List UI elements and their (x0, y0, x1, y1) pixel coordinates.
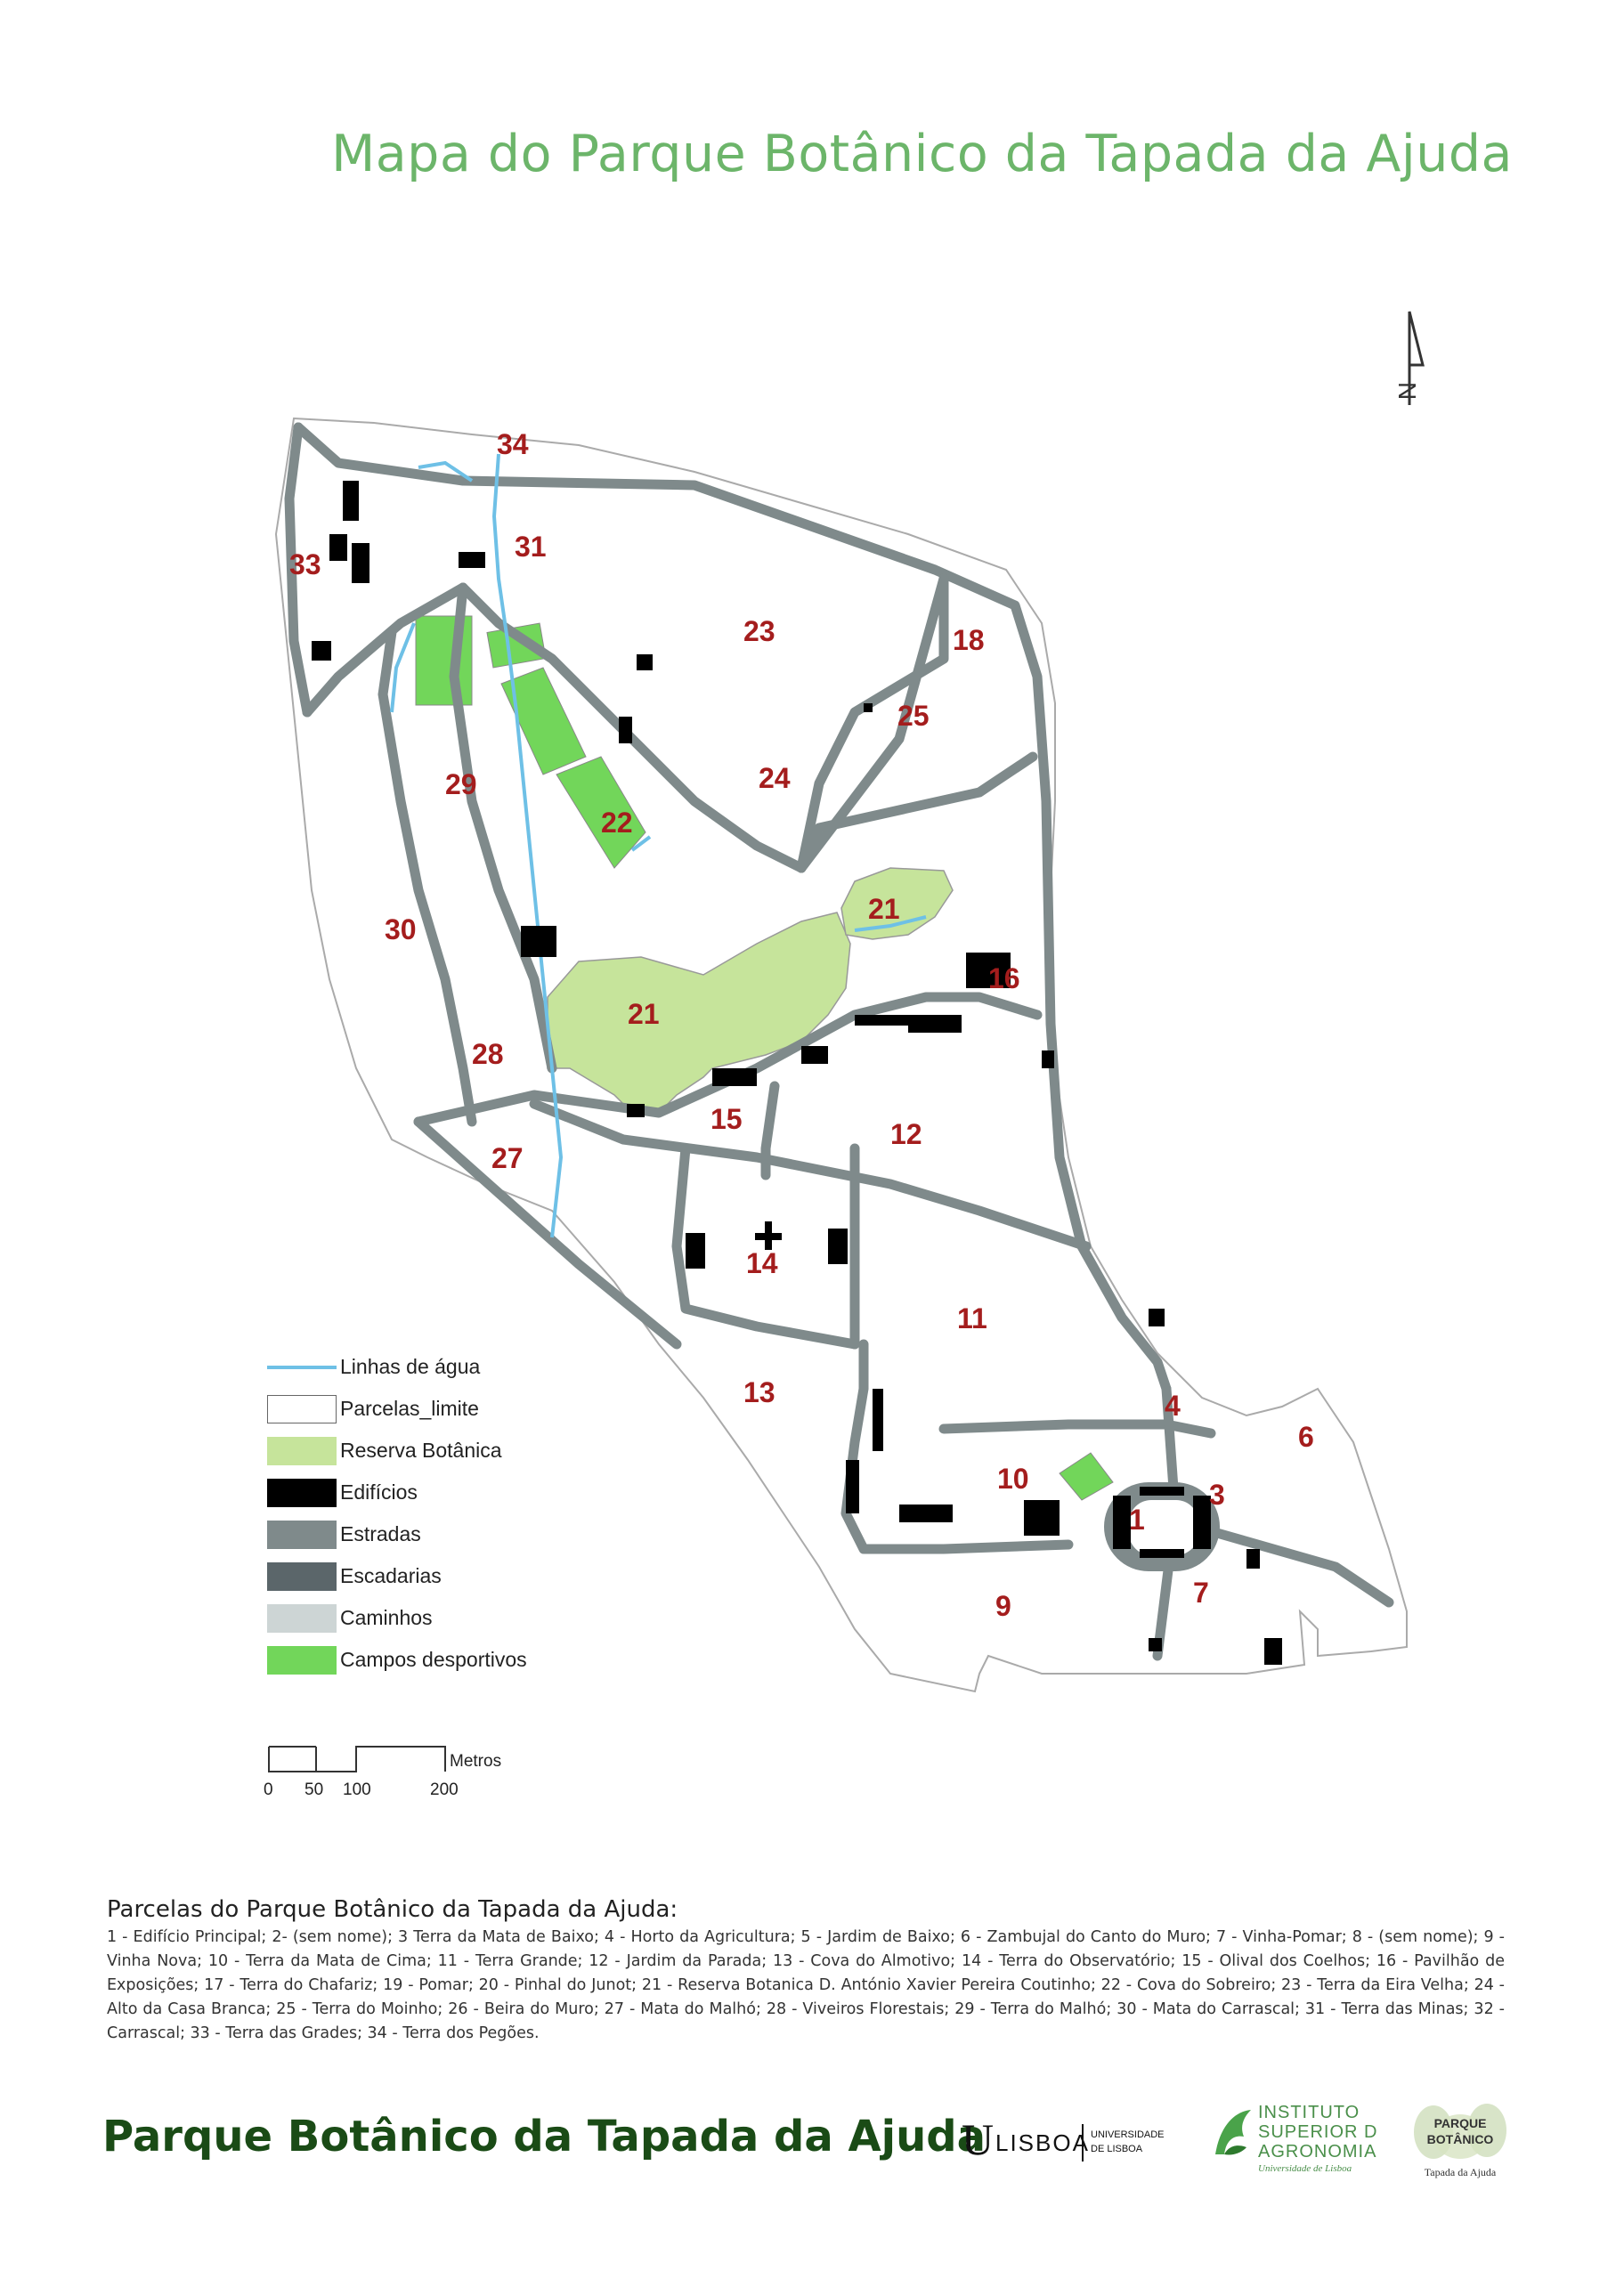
scale-tick: 50 (304, 1780, 324, 1799)
scale-bar: Metros 0 50 100 200 (264, 1745, 502, 1807)
parcel-label: 11 (957, 1302, 987, 1334)
parcel-label: 27 (491, 1142, 524, 1174)
parcel-label: 31 (515, 531, 547, 563)
ulisboa-logo-sub: UNIVERSIDADE (1091, 2129, 1165, 2140)
parcel-label: 23 (743, 615, 775, 647)
legend-swatch-roads (267, 1521, 337, 1549)
parcels-list-title: Parcelas do Parque Botânico da Tapada da… (107, 1896, 678, 1923)
parcel-label: 10 (997, 1463, 1029, 1495)
scale-bar-graphic (268, 1746, 446, 1772)
parque-botanico-logo: PARQUE BOTÂNICO Tapada da Ajuda (1407, 2097, 1514, 2186)
legend-swatch-parcels (267, 1395, 337, 1423)
isa-logo-text: Universidade de Lisboa (1258, 2163, 1352, 2174)
map-title: Mapa do Parque Botânico da Tapada da Aju… (331, 125, 1513, 183)
parcel-label: 13 (743, 1376, 775, 1408)
parcel-label: 16 (988, 962, 1020, 994)
legend-swatch-water (267, 1366, 337, 1369)
scale-tick: 100 (343, 1780, 371, 1799)
parque-botanico-logo-text: BOTÂNICO (1426, 2132, 1494, 2146)
parcels-list-text: 1 - Edifício Principal; 2- (sem nome); 3… (107, 1928, 1505, 2042)
legend-swatch-stairs (267, 1562, 337, 1591)
parcel-label: 9 (995, 1590, 1011, 1622)
footer-title: Parque Botânico da Tapada da Ajuda (102, 2112, 987, 2162)
ulisboa-logo-name: LISBOA (995, 2129, 1090, 2156)
isa-logo-text: INSTITUTO (1258, 2103, 1360, 2122)
reserve-21-main (547, 912, 851, 1114)
parcel-label: 18 (953, 624, 985, 656)
parcel-label: 30 (385, 913, 417, 945)
roundabout-center (1129, 1500, 1198, 1555)
isa-logo: INSTITUTO SUPERIOR D AGRONOMIA Universid… (1206, 2101, 1384, 2181)
legend-label: Edifícios (340, 1480, 418, 1504)
legend-label: Reserva Botânica (340, 1439, 502, 1462)
isa-bird-icon (1215, 2110, 1251, 2155)
legend-swatch-buildings (267, 1479, 337, 1507)
legend-label: Escadarias (340, 1564, 442, 1587)
parcel-label: 29 (445, 768, 477, 800)
parcel-label: 6 (1298, 1421, 1314, 1453)
scale-tick: 200 (430, 1780, 459, 1799)
legend-swatch-sports (267, 1646, 337, 1675)
parcel-label: 7 (1193, 1577, 1209, 1609)
sports-field-5 (1059, 1452, 1114, 1501)
sports-field-4 (556, 756, 646, 869)
parcel-label: 34 (497, 428, 529, 460)
legend-swatch-reserve (267, 1437, 337, 1465)
water-lines (390, 453, 927, 1238)
ulisboa-logo: U LISBOA UNIVERSIDADE DE LISBOA (962, 2114, 1166, 2170)
observatory (755, 1221, 782, 1250)
ulisboa-logo-sub: DE LISBOA (1091, 2144, 1143, 2154)
roads (284, 422, 1394, 1661)
parcel-label: 28 (472, 1038, 504, 1070)
parcel-label: 25 (897, 700, 930, 732)
scale-unit: Metros (450, 1752, 502, 1771)
sports-field-3 (500, 667, 587, 775)
parcel-label: 1 (1129, 1504, 1145, 1536)
scale-tick: 0 (264, 1780, 273, 1799)
parcel-label: 21 (868, 893, 900, 925)
parcel-label: 15 (710, 1103, 743, 1135)
parcel-label: 24 (759, 762, 791, 794)
parque-botanico-logo-text: Tapada da Ajuda (1424, 2166, 1497, 2178)
legend-label: Campos desportivos (340, 1648, 527, 1671)
parcel-label: 4 (1165, 1390, 1181, 1422)
parque-botanico-logo-text: PARQUE (1433, 2116, 1487, 2130)
park-boundary (274, 417, 1408, 1693)
legend-label: Estradas (340, 1522, 421, 1545)
legend-swatch-paths (267, 1604, 337, 1633)
legend-label: Parcelas_limite (340, 1397, 479, 1420)
buildings (312, 481, 1282, 1665)
parcel-labels: 34 33 31 23 18 25 24 29 22 21 21 30 16 2… (289, 428, 1314, 1622)
reserve-21-small (840, 867, 954, 940)
parcel-label: 21 (628, 998, 660, 1030)
isa-logo-text: AGRONOMIA (1258, 2142, 1377, 2162)
legend-label: Linhas de água (340, 1355, 481, 1378)
parcel-label: 12 (890, 1118, 922, 1150)
parcel-label: 22 (601, 807, 633, 839)
isa-logo-text: SUPERIOR D (1258, 2122, 1378, 2142)
ulisboa-logo-divider (1082, 2124, 1084, 2162)
parcel-label: 14 (746, 1247, 778, 1279)
legend-label: Caminhos (340, 1606, 433, 1629)
ulisboa-logo-letter: U (962, 2114, 995, 2164)
parcel-label: 3 (1209, 1479, 1225, 1511)
north-arrow-letter: N (1393, 382, 1421, 400)
parque-botanico-leaf-icon (1414, 2104, 1506, 2159)
parcel-label: 33 (289, 548, 321, 580)
north-arrow (1408, 311, 1425, 405)
